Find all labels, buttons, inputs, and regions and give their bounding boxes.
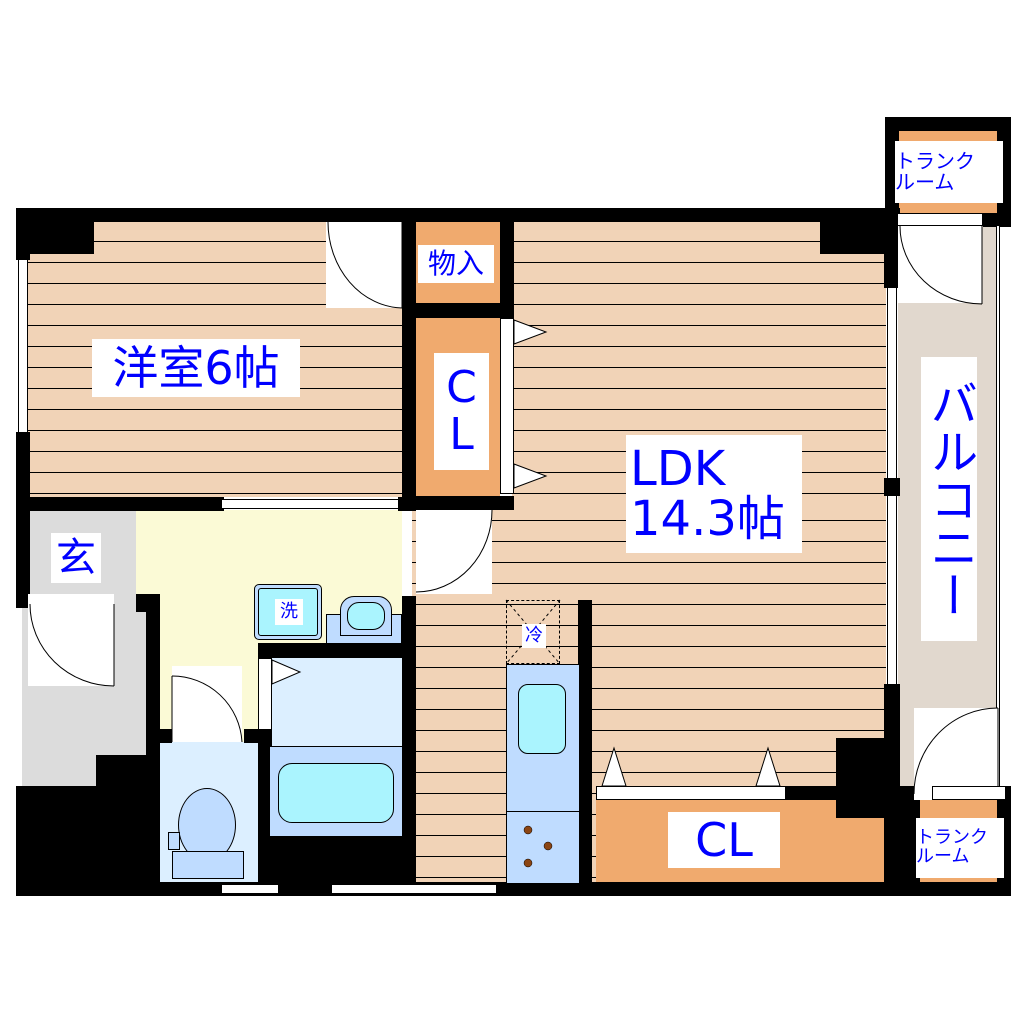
- balcony-door-bottom-arc: [913, 707, 999, 795]
- wall-toilet-top: [146, 729, 172, 743]
- balcony-label: バルコニー: [921, 357, 977, 641]
- trunk-room-bottom-line2: ルーム: [916, 846, 970, 867]
- washer-label: 洗: [275, 599, 303, 625]
- ldk-floor: [512, 221, 886, 501]
- wall-closet-bottom: [402, 496, 514, 510]
- ldk-label-title: LDK: [630, 440, 726, 497]
- wall-trunk-bottom-top: [900, 786, 914, 800]
- fridge-space-cross: [505, 599, 561, 665]
- trunk-room-top-label: トランク ルーム: [895, 141, 1003, 203]
- toilet-door-arc: [171, 675, 243, 743]
- entrance-door-arc: [29, 603, 115, 687]
- bathroom-door-arrow: [271, 659, 302, 685]
- window-ldk-right-2: [887, 496, 897, 684]
- toilet-paper: [168, 832, 180, 850]
- western-room-label: 洋室6帖: [92, 339, 300, 397]
- wall-cl-top: [785, 786, 900, 800]
- fridge-label: 冷: [522, 624, 546, 648]
- fridge-space: [506, 600, 560, 664]
- wall-genkan-step: [96, 755, 146, 795]
- kitchen-sink: [518, 684, 566, 754]
- balcony-door-bottom-opening[interactable]: [914, 708, 998, 800]
- wall-left-bottom: [16, 786, 146, 896]
- wall-ldk-right-top: [884, 208, 900, 288]
- vertical-closet-sliding-door[interactable]: [500, 318, 514, 494]
- vertical-closet-label: C L: [434, 353, 489, 470]
- stove-divider: [506, 811, 580, 812]
- wall-top-right: [500, 208, 900, 222]
- bathroom-door[interactable]: [258, 658, 272, 730]
- bottom-closet-sliding-door[interactable]: [596, 786, 786, 800]
- window-western-bottom: [222, 499, 398, 509]
- trunk-room-bottom-label: トランク ルーム: [916, 818, 1004, 878]
- wall-western-bottom: [16, 497, 224, 511]
- wall-cl-corner: [836, 738, 900, 818]
- window-bottom-toilet: [222, 884, 278, 894]
- window-ldk-right-1: [887, 288, 897, 478]
- washbasin-bowl: [347, 602, 385, 630]
- bottom-closet-label: CL: [668, 812, 780, 868]
- wall-trunk-top-bottom-r: [983, 213, 1011, 227]
- wall-top-left: [16, 208, 512, 222]
- stove-burners-icon: [523, 825, 553, 868]
- balcony-door-top-arc: [899, 225, 983, 305]
- wall-kitchen-divider: [578, 600, 592, 890]
- entrance-door-opening[interactable]: [28, 594, 114, 686]
- balcony-door-top-opening[interactable]: [898, 213, 982, 303]
- wall-bath-top: [258, 643, 416, 658]
- bathtub: [278, 763, 394, 823]
- wall-closet-right: [500, 208, 514, 318]
- toilet-bowl: [178, 788, 236, 862]
- ldk-entry-door-opening[interactable]: [416, 510, 492, 594]
- storage-label: 物入: [418, 245, 494, 283]
- trunk-room-bottom-line1: トランク: [916, 827, 988, 849]
- western-door-arc: [327, 221, 403, 309]
- western-door-opening[interactable]: [326, 222, 402, 308]
- trunk-top-door[interactable]: [897, 213, 983, 226]
- toilet-tank: [172, 851, 244, 879]
- wall-hall-left: [146, 594, 160, 896]
- wall-bath-right: [402, 596, 416, 896]
- trunk-bottom-door[interactable]: [932, 786, 1006, 800]
- vertical-closet-label-l: L: [449, 408, 474, 460]
- wall-left-top: [16, 208, 30, 260]
- entrance-label: 玄: [51, 533, 101, 583]
- vertical-closet-label-c: C: [446, 362, 477, 414]
- ldk-label-size: 14.3帖: [630, 491, 785, 547]
- window-western-left: [18, 260, 28, 432]
- toilet-door-opening[interactable]: [172, 666, 242, 742]
- ldk-entry-door-arc: [415, 509, 493, 593]
- wall-trunk-top-outer-t: [885, 117, 1011, 131]
- bottom-closet-door-arrows: [601, 746, 781, 787]
- trunk-room-top-line2: ルーム: [895, 170, 955, 194]
- wall-closet-left: [402, 208, 416, 510]
- wall-ldk-right-mid: [884, 478, 900, 496]
- wall-left-mid: [16, 432, 30, 608]
- balcony-rail: [996, 226, 1000, 786]
- trunk-room-top-line1: トランク: [895, 149, 975, 173]
- window-bottom-ldk: [332, 884, 496, 894]
- ldk-label: LDK 14.3帖: [626, 435, 802, 553]
- closet-door-arrows: [513, 319, 548, 489]
- wall-trunk-bottom-l: [900, 786, 920, 896]
- wall-closet-mid: [402, 303, 514, 318]
